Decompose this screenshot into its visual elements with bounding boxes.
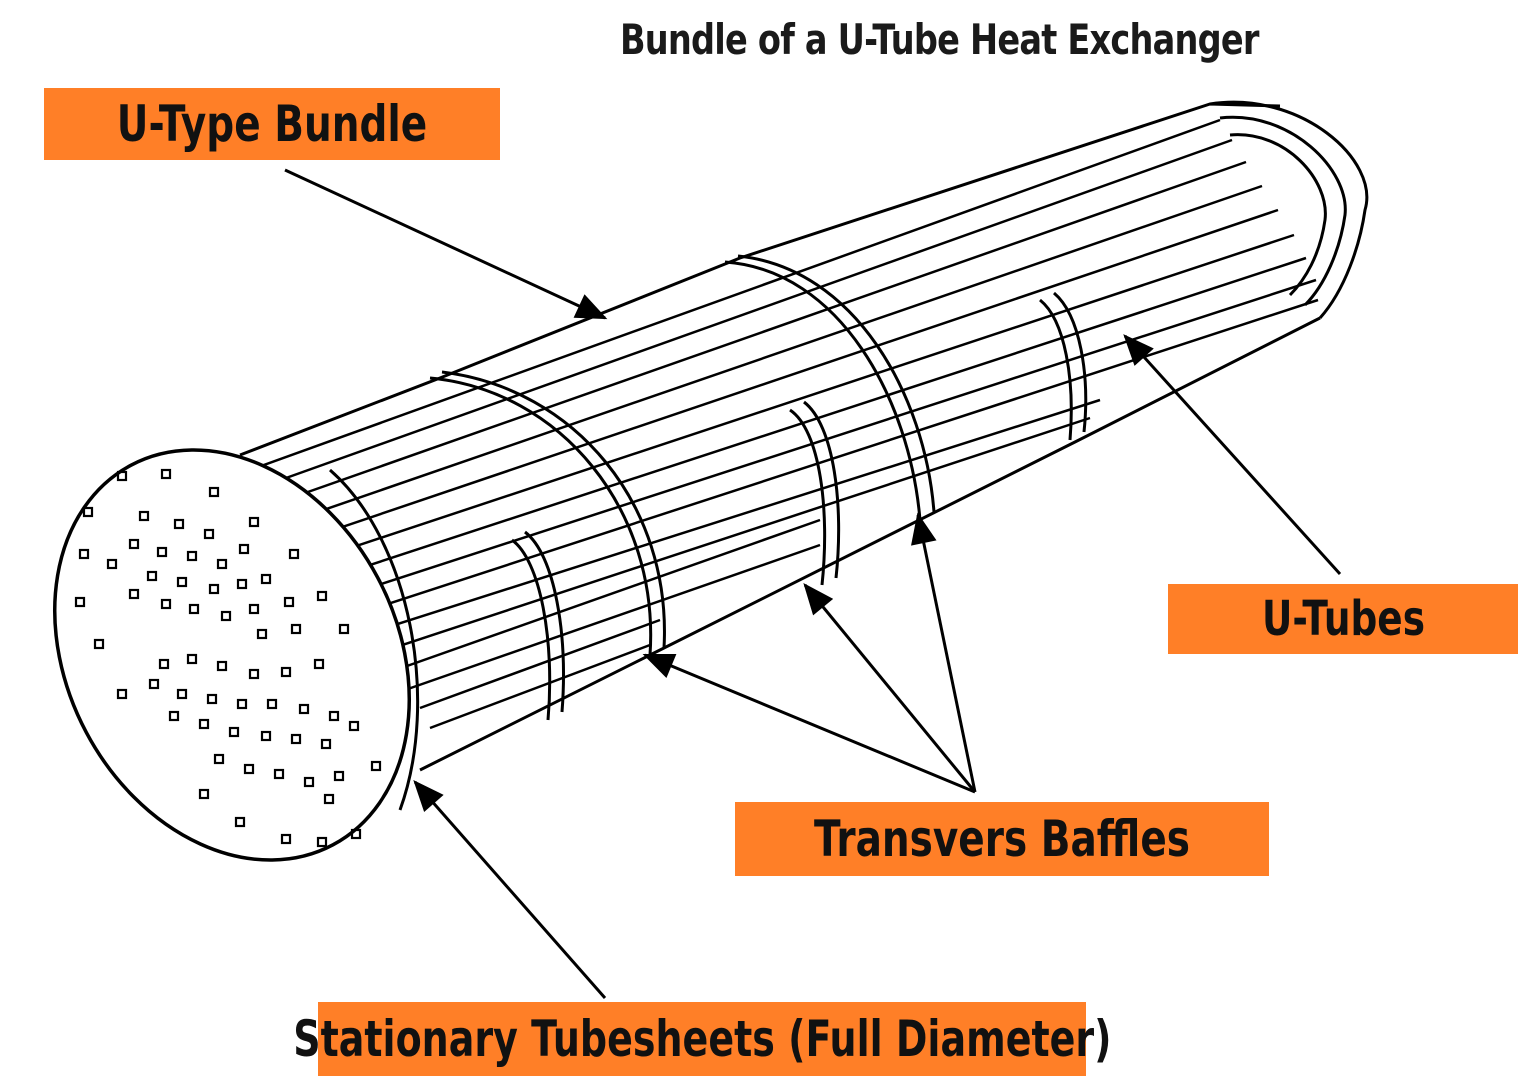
- arrow-u-type-bundle: [284, 168, 608, 320]
- label-transvers-baffles: Transvers Baffles: [735, 802, 1269, 876]
- baffle-ring-3-inner: [524, 530, 565, 713]
- label-stationary-tubesheets: Stationary Tubesheets (Full Diameter): [293, 1002, 1111, 1076]
- bundle-bottom-edge: [419, 316, 1321, 772]
- u-bend-inner-2: [1229, 133, 1327, 297]
- baffle-ring-4-inner: [803, 400, 841, 579]
- tubesheet: [53, 448, 420, 862]
- tubesheet-face: [53, 448, 411, 862]
- diagram-title: Bundle of a U-Tube Heat Exchanger: [620, 15, 1259, 64]
- baffle-ring-5: [1039, 298, 1073, 441]
- u-bend-end: [1209, 100, 1369, 319]
- tube-lines: [249, 118, 1319, 730]
- leader-arrows: [284, 168, 1342, 999]
- arrow-baffle-2: [803, 582, 977, 793]
- baffle-ring-4: [789, 408, 827, 586]
- arrow-tubesheet: [413, 780, 607, 999]
- bundle-top-edge: [239, 102, 1281, 457]
- arrow-baffle-3: [911, 512, 977, 793]
- label-stationary-tubesheets-text: Stationary Tubesheets (Full Diameter): [292, 1010, 1112, 1068]
- label-u-tubes: U-Tubes: [1168, 584, 1518, 654]
- tubesheet-rim: [329, 468, 420, 811]
- arrow-u-tubes: [1123, 334, 1342, 576]
- baffle-ring-5-inner: [1053, 291, 1088, 433]
- tube-holes: [74, 468, 382, 848]
- label-transvers-baffles-text: Transvers Baffles: [814, 810, 1190, 868]
- baffle-ring-1-inner: [441, 370, 666, 649]
- label-u-type-bundle: U-Type Bundle: [44, 88, 500, 160]
- label-u-type-bundle-text: U-Type Bundle: [116, 95, 428, 153]
- baffle-ring-1: [429, 376, 653, 656]
- baffle-ring-2: [724, 260, 922, 521]
- label-u-tubes-text: U-Tubes: [1261, 591, 1425, 647]
- arrow-baffle-1: [642, 653, 976, 794]
- baffle-ring-2-inner: [737, 254, 936, 513]
- u-bend-inner-1: [1219, 115, 1347, 307]
- baffle-ring-3: [511, 538, 552, 721]
